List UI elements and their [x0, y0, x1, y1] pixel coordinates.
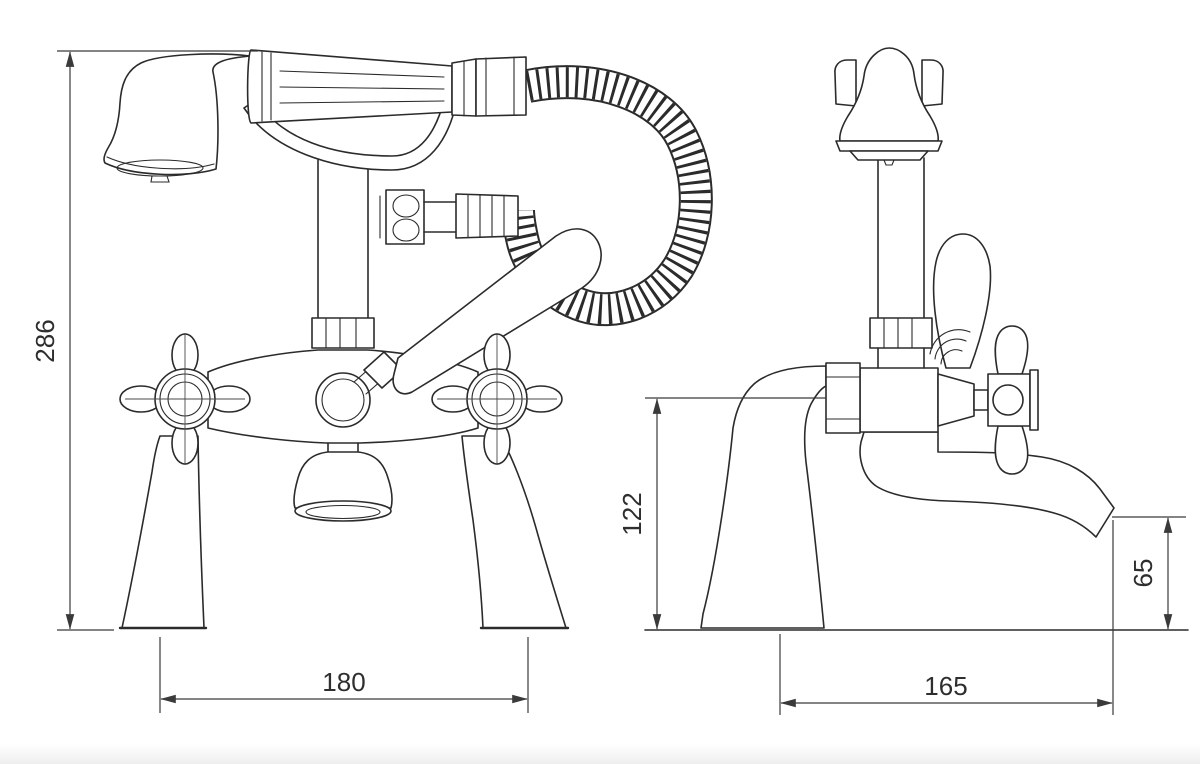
riser-collar: [311, 317, 375, 349]
grip-rib: [279, 100, 445, 104]
pillar-right: [461, 435, 567, 629]
dimension-label-spout-outlet-height: 65: [1128, 559, 1158, 588]
handle-lobe-bottom: [994, 425, 1029, 475]
boss-outer: [315, 372, 371, 428]
spout-rim: [294, 500, 392, 522]
handset: [103, 49, 527, 183]
riser-column: [317, 159, 369, 319]
dimension-label-deck-to-spout: 122: [617, 492, 647, 535]
side-riser: [869, 157, 933, 369]
dimension-overall-height: 286: [30, 50, 258, 631]
side-spout: [859, 431, 1115, 538]
pivot-arc: [940, 349, 963, 365]
hose-corrugations: [503, 67, 711, 325]
riser-lower: [877, 347, 925, 369]
handset-nub: [883, 159, 895, 166]
spout-rim-inner: [305, 504, 381, 520]
spout-outlet: [293, 442, 393, 522]
valve-cone: [937, 373, 975, 427]
cradle-prong-right: [921, 59, 944, 107]
dimension-spout-projection: 165: [779, 520, 1114, 715]
hose-nut: [475, 56, 527, 117]
side-diverter-lever: [929, 233, 992, 369]
handset-bell: [839, 47, 939, 142]
handset-face-nub: [150, 175, 170, 183]
side-valve-body: [825, 362, 989, 434]
pillar-legs: [118, 435, 570, 630]
dimension-label-tap-centres: 180: [322, 667, 365, 697]
footer-strip: [0, 744, 1200, 764]
valve-stem: [973, 389, 989, 411]
dimension-deck-to-spout: 122: [617, 397, 826, 630]
pillar: [700, 365, 827, 629]
spout-neck: [327, 442, 359, 453]
lever-handle: [932, 233, 992, 369]
handset-rim: [835, 140, 943, 152]
handset-base: [849, 150, 929, 161]
handle-lobe-top: [994, 325, 1029, 375]
dimension-label-overall-height: 286: [30, 319, 60, 362]
handset-head: [103, 53, 251, 176]
spout-bell: [293, 451, 393, 509]
grip-rib: [279, 70, 445, 78]
riser-collar: [869, 317, 933, 349]
hose-outlet-union: [379, 189, 519, 245]
cross-handle-left: [119, 333, 251, 465]
diverter-boss: [315, 372, 371, 428]
inlet-hex-nut: [825, 362, 861, 434]
handset-face-rim: [106, 156, 215, 170]
side-handset: [834, 47, 944, 166]
cross-handle-right: [431, 333, 563, 465]
handle-hub-circle: [992, 384, 1024, 416]
dimension-tap-centres: 180: [159, 637, 529, 713]
front-view: 286 180: [30, 49, 713, 713]
collar-line: [883, 317, 913, 349]
side-cross-handle: [987, 325, 1039, 475]
dimension-label-spout-projection: 165: [924, 671, 967, 701]
handset-grip: [246, 49, 453, 124]
spout-body: [859, 431, 1115, 538]
union-coupling-top: [392, 194, 420, 218]
cradle-prong-left: [834, 59, 857, 107]
pivot-arc: [934, 338, 967, 360]
pillar-left: [121, 435, 205, 629]
dimension-spout-outlet-height: 65: [1112, 516, 1186, 630]
handle-face-plate: [1029, 369, 1039, 431]
shower-hose: [501, 65, 713, 327]
diverter-lever: [353, 228, 602, 395]
riser-column: [877, 157, 925, 319]
union-coupling-bottom: [392, 218, 420, 242]
grip-rib: [279, 86, 445, 90]
body-block: [859, 367, 939, 433]
union-ribbed-nut: [455, 193, 519, 239]
lever-handle: [392, 228, 602, 395]
side-pillar-leg: [700, 365, 827, 629]
side-view: 122 65 165: [617, 47, 1189, 715]
boss-inner: [321, 378, 365, 422]
